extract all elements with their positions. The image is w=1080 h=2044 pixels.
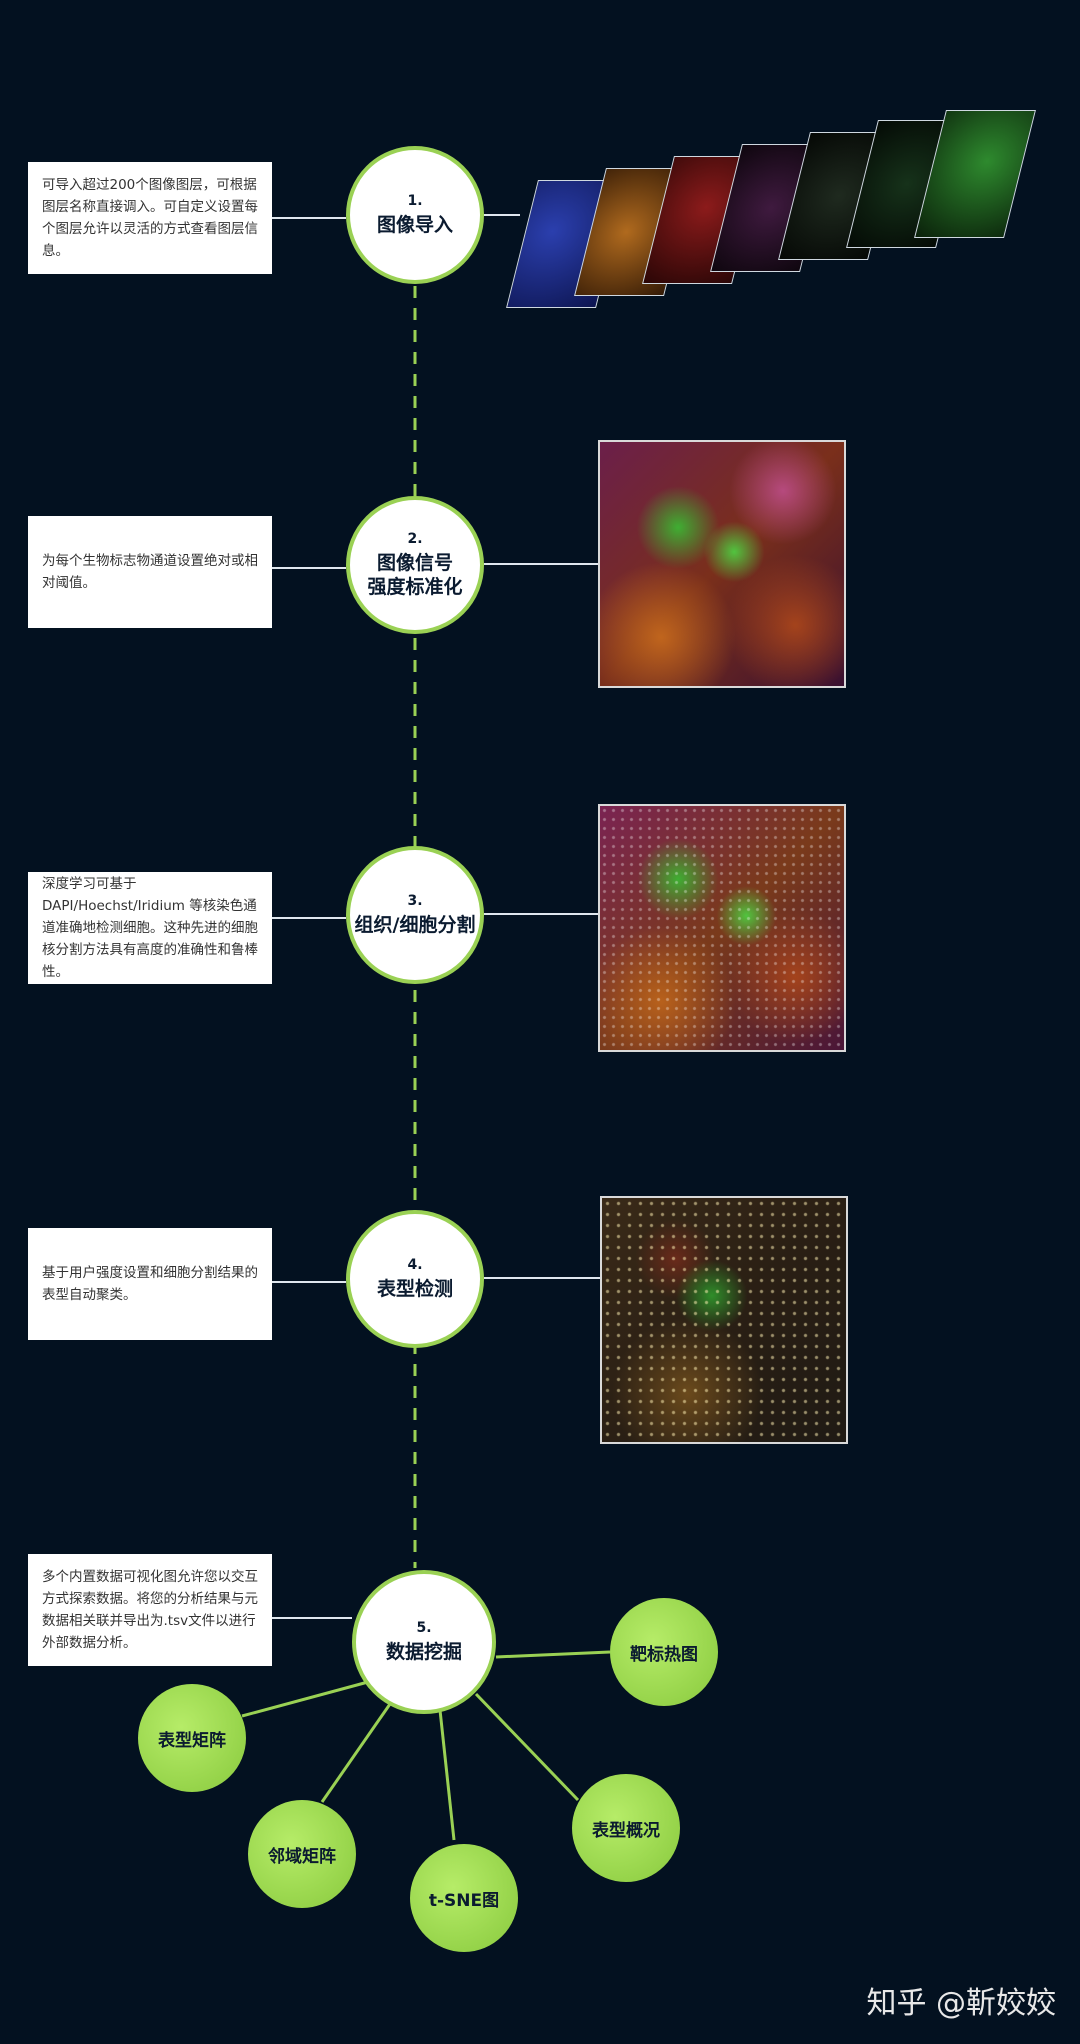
connector-heatmap — [495, 1650, 611, 1659]
tsne-label: t-SNE图 — [428, 1890, 500, 1911]
neighborhood-matrix-node: 邻域矩阵 — [248, 1800, 356, 1908]
neighborhood-matrix-label: 邻域矩阵 — [268, 1846, 336, 1867]
target-heatmap-node: 靶标热图 — [610, 1598, 718, 1706]
cell-segmentation-image — [598, 804, 846, 1052]
step-5-note: 多个内置数据可视化图允许您以交互方式探索数据。将您的分析结果与元数据相关联并导出… — [28, 1554, 272, 1666]
step-3-circle: 3. 组织/细胞分割 — [346, 846, 484, 984]
step-4-number: 4. — [407, 1257, 423, 1273]
step-2-number: 2. — [407, 531, 423, 547]
step-3-title: 组织/细胞分割 — [354, 914, 476, 936]
target-heatmap-label: 靶标热图 — [630, 1644, 698, 1665]
step-2-note-text: 为每个生物标志物通道设置绝对或相对阈值。 — [42, 553, 258, 591]
phenotype-overview-label: 表型概况 — [592, 1820, 660, 1841]
step-1-title: 图像导入 — [376, 214, 453, 236]
connector-phenotype-matrix — [241, 1680, 369, 1718]
step-5-note-text: 多个内置数据可视化图允许您以交互方式探索数据。将您的分析结果与元数据相关联并导出… — [42, 1569, 258, 1651]
step-5-number: 5. — [416, 1620, 432, 1636]
step-3-number: 3. — [407, 893, 423, 909]
step-4-note: 基于用户强度设置和细胞分割结果的表型自动聚类。 — [28, 1228, 272, 1340]
phenotype-matrix-label: 表型矩阵 — [158, 1730, 226, 1751]
step-1-note: 可导入超过200个图像图层，可根据图层名称直接调入。可自定义设置每个图层允许以灵… — [28, 162, 272, 274]
step-2-title: 图像信号 强度标准化 — [367, 552, 463, 598]
phenotype-matrix-node: 表型矩阵 — [138, 1684, 246, 1792]
step-5-circle: 5. 数据挖掘 — [352, 1570, 496, 1714]
connector-tsne — [438, 1709, 456, 1841]
connector-neighborhood-matrix — [320, 1703, 392, 1803]
normalized-intensity-image — [598, 440, 846, 688]
step-2-note: 为每个生物标志物通道设置绝对或相对阈值。 — [28, 516, 272, 628]
phenotype-detection-image — [600, 1196, 848, 1444]
step-1-note-text: 可导入超过200个图像图层，可根据图层名称直接调入。可自定义设置每个图层允许以灵… — [42, 177, 258, 259]
tsne-node: t-SNE图 — [410, 1844, 518, 1952]
watermark: 知乎 @靳姣姣 — [866, 1986, 1056, 2021]
connector-phenotype-overview — [474, 1692, 580, 1802]
step-3-note: 深度学习可基于 DAPI/Hoechst/Iridium 等核染色通道准确地检测… — [28, 872, 272, 984]
step-4-circle: 4. 表型检测 — [346, 1210, 484, 1348]
step-1-number: 1. — [407, 193, 423, 209]
step-1-circle: 1. 图像导入 — [346, 146, 484, 284]
step-2-circle: 2. 图像信号 强度标准化 — [346, 496, 484, 634]
step-4-note-text: 基于用户强度设置和细胞分割结果的表型自动聚类。 — [42, 1265, 258, 1303]
step-5-title: 数据挖掘 — [385, 1641, 462, 1663]
phenotype-overview-node: 表型概况 — [572, 1774, 680, 1882]
step-3-note-text: 深度学习可基于 DAPI/Hoechst/Iridium 等核染色通道准确地检测… — [42, 876, 258, 980]
step-4-title: 表型检测 — [376, 1278, 453, 1300]
